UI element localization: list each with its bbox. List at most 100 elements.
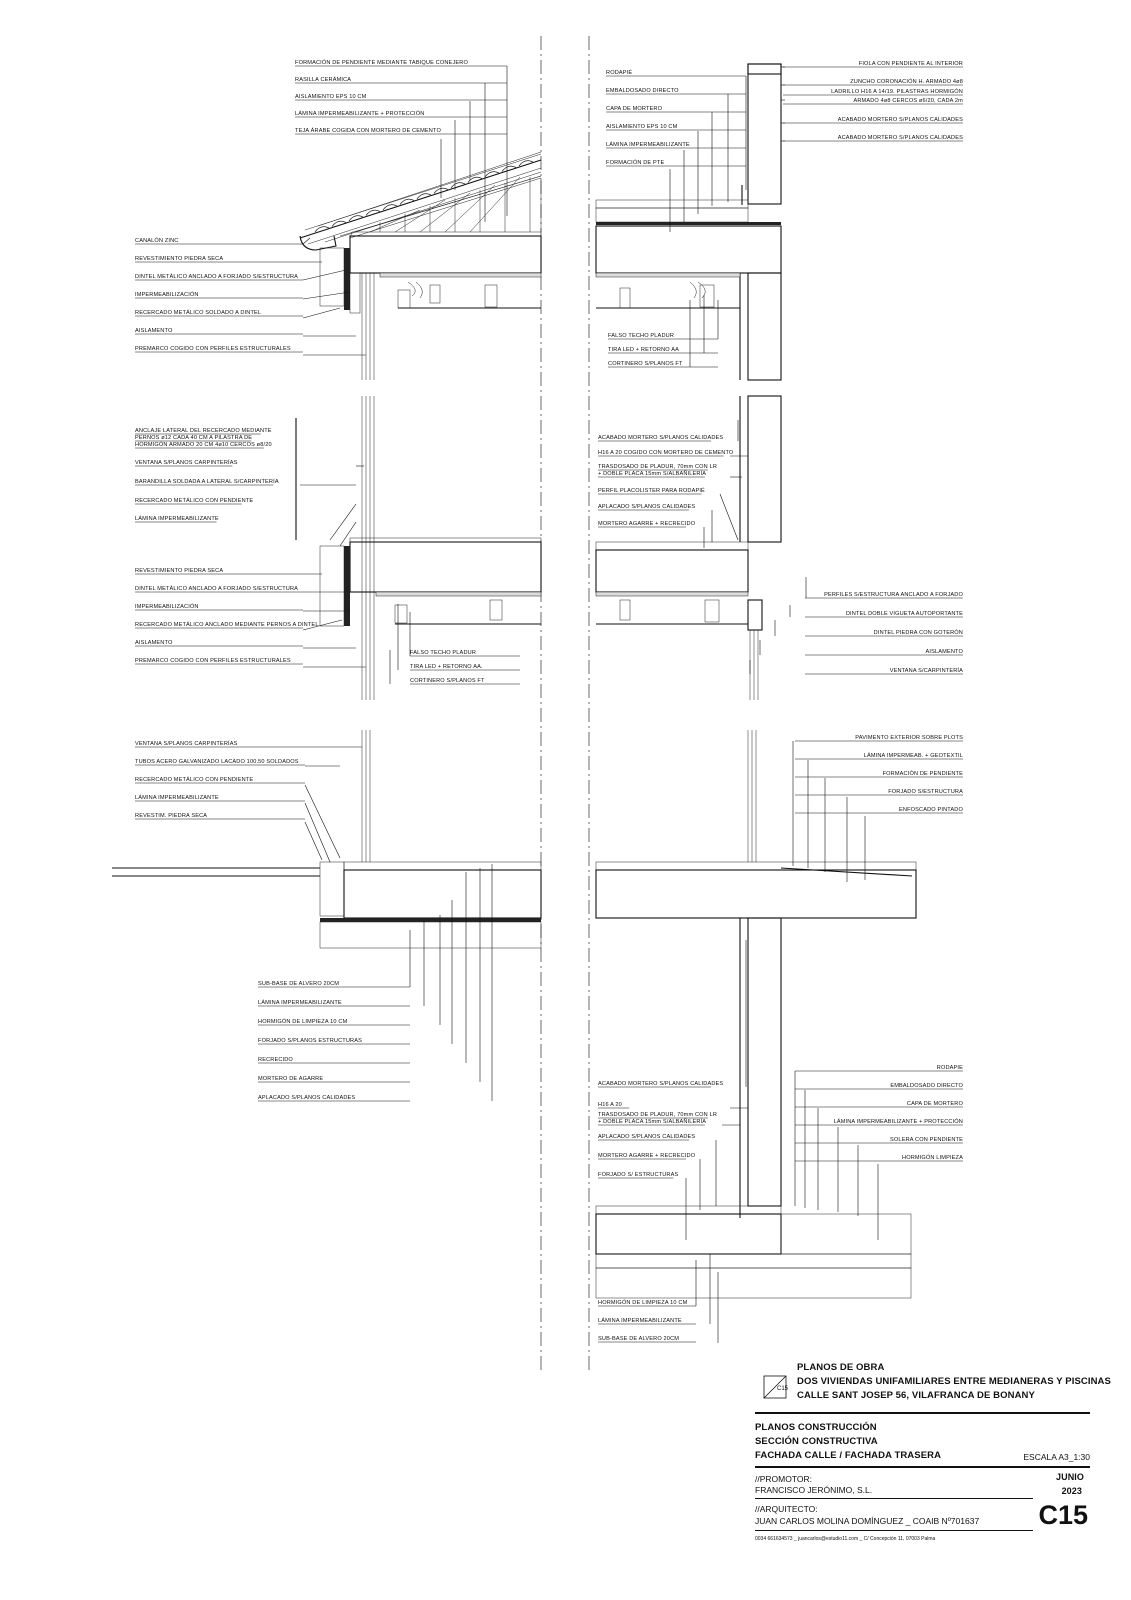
rear-sub-base (595, 1267, 912, 1299)
annotation-label: APLACADO S/PLANOS CALIDADES (258, 1095, 355, 1101)
annotation-label: LÁMINA IMPERMEAB. + GEOTEXTIL (864, 752, 963, 759)
annotation-label: FORMACIÓN DE PENDIENTE MEDIANTE TABIQUE … (295, 59, 468, 66)
window-mullions-right (749, 630, 759, 700)
leader-line (302, 237, 311, 245)
annotation-label: ANCLAJE LATERAL DEL RECERCADO MEDIANTE (135, 428, 272, 434)
annotation-label: HORMIGÓN LIMPIEZA (902, 1154, 963, 1161)
annotation-label: IMPERMEABILIZACIÓN (135, 603, 199, 610)
annotation-label: REVESTIMIENTO PIEDRA SECA (135, 256, 223, 262)
sheet-mark (763, 1375, 787, 1399)
annotation-label: MORTERO AGARRE + RECRECIDO (598, 521, 696, 527)
annotation-label: RECERCADO METÁLICO SOLDADO A DINTEL (135, 309, 261, 316)
leader-line (719, 493, 739, 541)
annotation-label: PREMARCO COGIDO CON PERFILES ESTRUCTURAL… (135, 346, 291, 352)
annotation-label: CORTINERO S/PLANOS FT (410, 678, 485, 684)
annotation-label: PERNOS ø12 CADA 40 CM A PILASTRA DE (135, 435, 252, 441)
rear-terrace-slab (595, 869, 917, 919)
basement-brick-wall (747, 917, 782, 1207)
annotation-label: HORMIGÓN DE LIMPIEZA 10 CM (258, 1018, 348, 1025)
window-mullions-low (361, 730, 371, 862)
sheet-code-small: C15 (777, 1386, 789, 1392)
title-heading: PLANOS DE OBRA (797, 1362, 885, 1373)
scale-label: ESCALA A3_1:30 (1023, 1452, 1090, 1462)
terrace-slab (595, 225, 782, 274)
architect-name: JUAN CARLOS MOLINA DOMÍNGUEZ _ COAIB Nº7… (755, 1516, 980, 1526)
annotation-label: FALSO TECHO PLADUR (608, 333, 674, 339)
annotation-label: PERFILES S/ESTRUCTURA ANCLADO A FORJADO (824, 592, 963, 598)
annotation-label: RECERCADO METÁLICO ANCLADO MEDIANTE PERN… (135, 621, 319, 628)
annotation-label: REVESTIMIENTO PIEDRA SECA (135, 568, 223, 574)
annotation-label: RECRECIDO (258, 1057, 293, 1063)
promotor-name: FRANCISCO JERÓNIMO, S.L. (755, 1485, 873, 1495)
project-line-1: DOS VIVIENDAS UNIFAMILIARES ENTRE MEDIAN… (797, 1376, 1111, 1387)
annotation-label: APLACADO S/PLANOS CALIDADES (598, 1134, 695, 1140)
annotation-labels: FORMACIÓN DE PENDIENTE MEDIANTE TABIQUE … (135, 59, 963, 1343)
leader-line (304, 821, 323, 861)
parapet-brick (747, 63, 782, 205)
annotation-label: PREMARCO COGIDO CON PERFILES ESTRUCTURAL… (135, 658, 291, 664)
project-line-2: CALLE SANT JOSEP 56, VILAFRANCA DE BONAN… (797, 1390, 1035, 1401)
ground-slab (343, 869, 542, 919)
annotation-label: DINTEL METÁLICO ANCLADO A FORJADO S/ESTR… (135, 273, 298, 280)
false-ceiling (379, 272, 542, 309)
stone-cladding (319, 247, 345, 307)
annotation-label: EMBALDOSADO DIRECTO (606, 88, 679, 94)
annotation-label: LÁMINA IMPERMEABILIZANTE (258, 999, 342, 1006)
terrace-ceiling (595, 272, 741, 309)
annotation-label: AISLAMENTO (135, 328, 173, 334)
detail-roof-eave (299, 151, 542, 380)
annotation-label: TEJA ÁRABE COGIDA CON MORTERO DE CEMENTO (295, 127, 441, 134)
leader-line (302, 307, 341, 319)
annotation-label: VENTANA S/PLANOS CARPINTERÍAS (135, 740, 238, 747)
annotation-label: CAPA DE MORTERO (606, 106, 663, 112)
label-group-low-right-top: PAVIMENTO EXTERIOR SOBRE PLOTS LÁMINA IMP… (792, 735, 963, 882)
annotation-label: TIRA LED + RETORNO AA (608, 347, 679, 353)
detail-interior-wall-lintel (595, 395, 782, 700)
annotation-label: VENTANA S/CARPINTERÍA (890, 667, 963, 674)
section-line-1: PLANOS CONSTRUCCIÓN (755, 1422, 877, 1433)
annotation-label: ACABADO MORTERO S/PLANOS CALIDADES (838, 135, 963, 141)
annotation-label: TUBOS ACERO GALVANIZADO LACADO 100.50 SO… (135, 759, 299, 765)
annotation-label: TIRA LED + RETORNO AA. (410, 664, 483, 670)
annotation-label: PAVIMENTO EXTERIOR SOBRE PLOTS (855, 735, 963, 741)
annotation-label: VENTANA S/PLANOS CARPINTERÍAS (135, 459, 238, 466)
annotation-label: LÁMINA IMPERMEABILIZANTE (135, 794, 219, 801)
divider-thick-2 (755, 1466, 1090, 1468)
annotation-label: DINTEL METÁLICO ANCLADO A FORJADO S/ESTR… (135, 585, 298, 592)
sub-base (319, 921, 542, 949)
annotation-label: H16 A 20 COGIDO CON MORTERO DE CEMENTO (598, 450, 734, 456)
metal-lintel (344, 248, 350, 310)
annotation-label: AISLAMIENTO EPS 10 CM (606, 124, 678, 130)
annotation-label: FORMACIÓN DE PTE (606, 159, 664, 166)
annotation-label: RECERCADO METÁLICO CON PENDIENTE (135, 776, 253, 783)
annotation-label: FORJADO S/ ESTRUCTURAS (598, 1172, 678, 1178)
annotation-label: FORJADO S/PLANOS ESTRUCTURAS (258, 1038, 362, 1044)
annotation-label: LÁMINA IMPERMEABILIZANTE (598, 1317, 682, 1324)
annotation-label: LADRILLO H16 A 14/19. PILASTRAS HORMIGÓN (831, 88, 963, 95)
contact-info: 0034 661634573 _ juancarlos@estudio11.co… (755, 1536, 936, 1542)
annotation-label: HORMIGÓN DE LIMPIEZA 10 CM (598, 1299, 688, 1306)
annotation-label: HORMIGÓN ARMADO 20 CM 4ø10 CERCOS ø8/20 (135, 441, 272, 448)
annotation-label: MORTERO AGARRE + RECRECIDO (598, 1153, 696, 1159)
label-group-low-right-bottom: HORMIGÓN DE LIMPIEZA 10 CM LÁMINA IMPERME… (598, 1254, 719, 1343)
mid-ceiling (375, 591, 542, 625)
annotation-label: BARANDILLA SOLDADA A LATERAL S/CARPINTER… (135, 478, 279, 485)
detail-rear-terrace (595, 730, 917, 1299)
annotation-label: APLACADO S/PLANOS CALIDADES (598, 504, 695, 510)
leader-line (329, 503, 357, 541)
label-group-low-left-top: VENTANA S/PLANOS CARPINTERÍAS TUBOS ACERO… (135, 740, 362, 863)
annotation-label: DINTEL DOBLE VIGUETA AUTOPORTANTE (846, 611, 963, 617)
leader-line (304, 784, 341, 859)
label-group-mid-left-top: ANCLAJE LATERAL DEL RECERCADO MEDIANTEPE… (135, 428, 364, 547)
annotation-label: CORTINERO S/PLANOS FT (608, 361, 683, 367)
annotation-label: RODAPIE (937, 1065, 963, 1071)
annotation-label: RECERCADO METÁLICO CON PENDIENTE (135, 497, 253, 504)
divider-thin-2 (755, 1530, 1033, 1531)
label-group-mid-right-right: PERFILES S/ESTRUCTURA ANCLADO A FORJADO D… (749, 577, 963, 675)
date-year: 2023 (1061, 1486, 1082, 1496)
